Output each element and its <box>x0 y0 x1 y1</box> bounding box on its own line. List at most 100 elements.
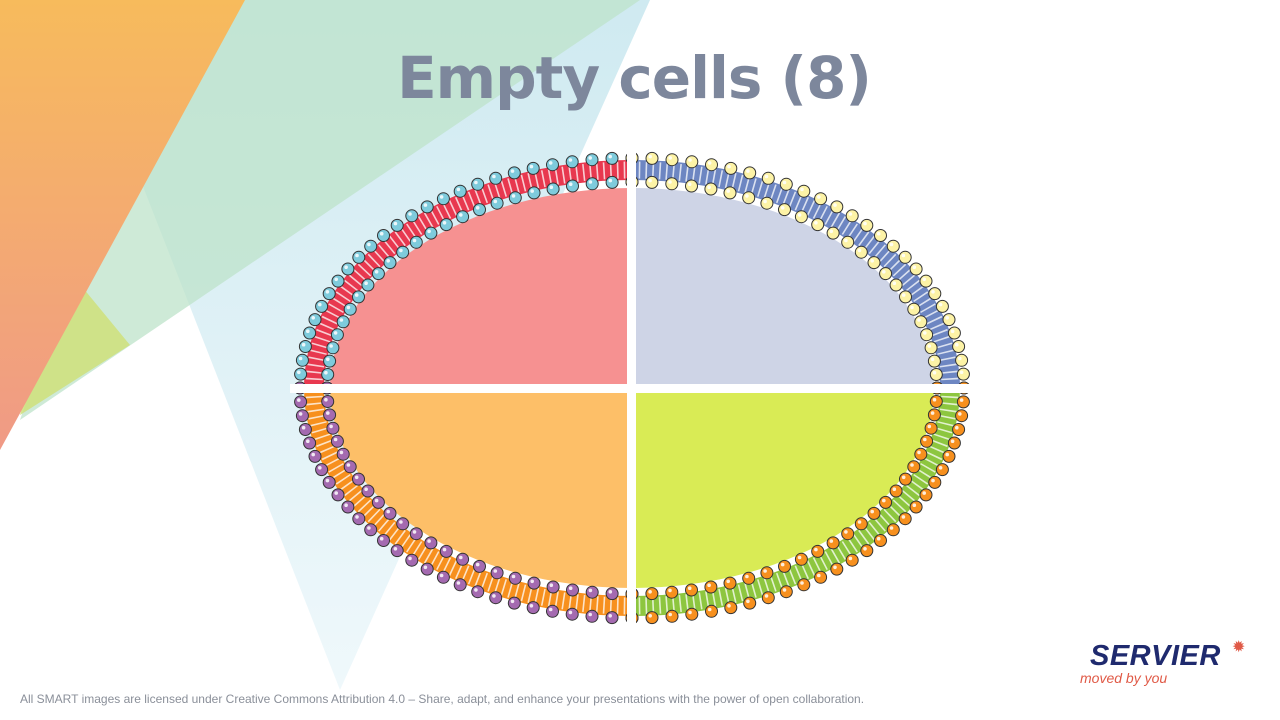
phospholipid-head <box>826 226 840 240</box>
phospholipid-head <box>326 421 340 435</box>
phospholipid-head <box>361 484 375 498</box>
phospholipid-head <box>546 182 560 196</box>
phospholipid-head <box>705 158 718 172</box>
head-highlight <box>688 610 692 615</box>
phospholipid-head <box>343 302 357 316</box>
head-highlight <box>780 206 785 210</box>
phospholipid-head <box>919 274 933 288</box>
head-highlight <box>339 450 344 455</box>
head-highlight <box>608 178 613 183</box>
phospholipid-head <box>565 607 579 621</box>
phospholipid-head <box>947 436 961 450</box>
phospholipid-head <box>308 449 322 463</box>
phospholipid-head <box>928 475 942 489</box>
head-highlight <box>648 590 652 594</box>
phospholipid-head <box>424 536 438 550</box>
phospholipid-head <box>860 218 874 232</box>
head-highlight <box>355 515 359 519</box>
phospholipid-head <box>760 196 774 210</box>
head-highlight <box>408 556 412 561</box>
head-highlight <box>688 158 692 162</box>
phospholipid-head <box>874 229 887 242</box>
phospholipid-head <box>321 368 335 381</box>
head-highlight <box>927 424 932 429</box>
head-highlight <box>568 158 573 162</box>
head-highlight <box>797 555 802 560</box>
head-highlight <box>588 612 592 617</box>
phospholipid-head <box>585 177 599 191</box>
head-highlight <box>848 556 853 561</box>
head-highlight <box>346 463 351 467</box>
head-highlight <box>707 607 712 612</box>
head-highlight <box>298 356 303 361</box>
head-highlight <box>492 174 496 179</box>
phospholipid-head <box>471 177 485 191</box>
head-highlight <box>932 397 937 402</box>
head-highlight <box>427 539 431 543</box>
phospholipid-head <box>920 434 934 448</box>
phospholipid-head <box>794 210 808 224</box>
head-highlight <box>510 169 515 173</box>
phospholipid-head <box>396 517 410 531</box>
phospholipid-head <box>453 184 467 198</box>
phospholipid-head <box>436 192 450 206</box>
phospholipid-head <box>420 200 434 214</box>
head-highlight <box>959 370 964 375</box>
phospholipid-head <box>929 395 943 408</box>
head-highlight <box>707 161 712 165</box>
head-highlight <box>325 478 330 483</box>
head-highlight <box>297 398 301 402</box>
head-highlight <box>346 305 351 310</box>
head-highlight <box>364 487 368 492</box>
phospholipid-head <box>845 209 859 223</box>
head-highlight <box>782 180 787 185</box>
phospholipid-head <box>456 552 470 566</box>
head-highlight <box>648 614 652 618</box>
head-highlight <box>917 318 921 322</box>
phospholipid-head <box>814 192 828 206</box>
quadrant-fills <box>330 188 934 588</box>
phospholipid-head <box>605 587 619 601</box>
head-highlight <box>334 277 339 282</box>
head-highlight <box>374 270 379 274</box>
head-highlight <box>959 398 964 402</box>
phospholipid-head <box>566 583 579 597</box>
phospholipid-head <box>761 591 775 605</box>
phospholipid-head <box>330 434 344 448</box>
head-highlight <box>863 547 867 551</box>
phospholipid-head <box>889 484 903 498</box>
head-highlight <box>917 450 921 455</box>
bg-lime-shape <box>20 260 130 415</box>
phospholipid-head <box>724 161 738 175</box>
head-highlight <box>797 213 802 217</box>
phospholipid-head <box>794 552 808 566</box>
cell-top-left-fill <box>330 188 632 388</box>
phospholipid-head <box>527 186 541 200</box>
phospholipid-head <box>383 256 397 270</box>
head-highlight <box>297 370 301 375</box>
logo-tagline: moved by you <box>1080 670 1168 686</box>
phospholipid-head <box>826 536 840 550</box>
head-highlight <box>668 156 672 160</box>
head-highlight <box>889 526 894 530</box>
phospholipid-head <box>760 566 774 580</box>
phospholipid-head <box>605 611 619 625</box>
head-highlight <box>912 265 917 270</box>
head-highlight <box>668 180 672 184</box>
head-highlight <box>764 174 769 179</box>
phospholipid-head <box>927 354 941 368</box>
phospholipid-head <box>326 341 340 355</box>
head-highlight <box>892 281 897 286</box>
phospholipid-head <box>566 179 579 193</box>
head-highlight <box>493 569 498 573</box>
phospholipid-head <box>907 302 921 316</box>
phospholipid-head <box>396 245 410 259</box>
phospholipid-head <box>645 611 659 625</box>
phospholipid-head <box>546 604 559 618</box>
phospholipid-head <box>295 409 309 423</box>
phospholipid-head <box>947 326 961 340</box>
head-highlight <box>311 452 316 457</box>
phospholipid-head <box>390 544 404 558</box>
head-highlight <box>844 530 848 534</box>
head-highlight <box>668 588 672 593</box>
